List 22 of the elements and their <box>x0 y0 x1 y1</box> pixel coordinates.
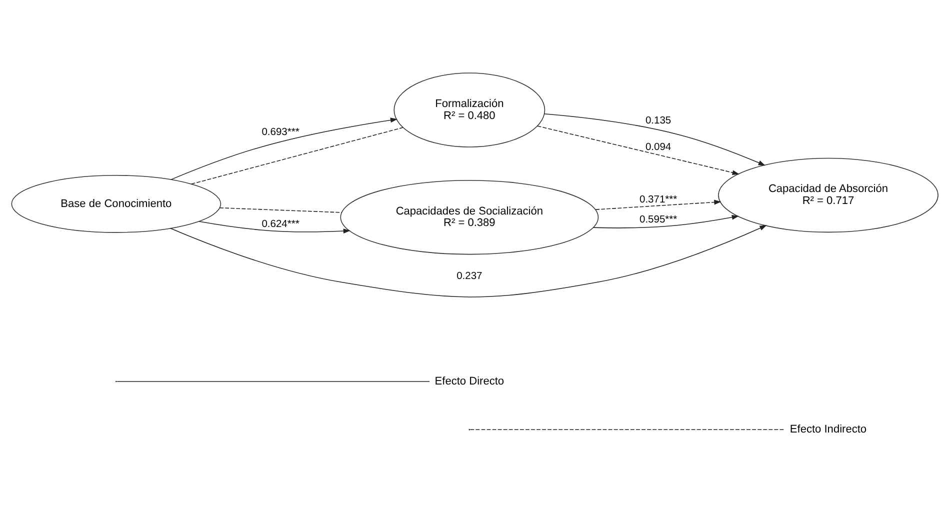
edge-label: 0.094 <box>645 142 672 153</box>
arrow <box>537 126 740 175</box>
legend-label: Efecto Indirecto <box>790 424 867 436</box>
node-ellipse: Capacidad de Absorción R² = 0.717 <box>718 158 938 233</box>
node-ellipse: Formalización R² = 0.480 <box>394 72 546 148</box>
connector <box>190 127 404 184</box>
edge-label: 0.135 <box>645 116 672 127</box>
node-ellipse: Capacidades de Socialización R² = 0.389 <box>340 180 599 255</box>
connector <box>219 207 342 213</box>
edge-label: 0.693*** <box>262 126 300 138</box>
arrow <box>593 214 739 228</box>
arrow <box>170 118 398 180</box>
arrow <box>595 200 722 210</box>
edge-label: 0.595*** <box>640 214 678 226</box>
edge-label: 0.624*** <box>262 219 300 230</box>
arrow <box>198 220 350 234</box>
node-ellipse: Base de Conocimiento <box>11 175 222 233</box>
arrow <box>170 225 767 298</box>
edge-label: 0.371*** <box>640 194 678 206</box>
arrow <box>544 113 766 166</box>
edge-label: 0.237 <box>456 271 482 282</box>
legend-label: Efecto Directo <box>434 375 504 388</box>
